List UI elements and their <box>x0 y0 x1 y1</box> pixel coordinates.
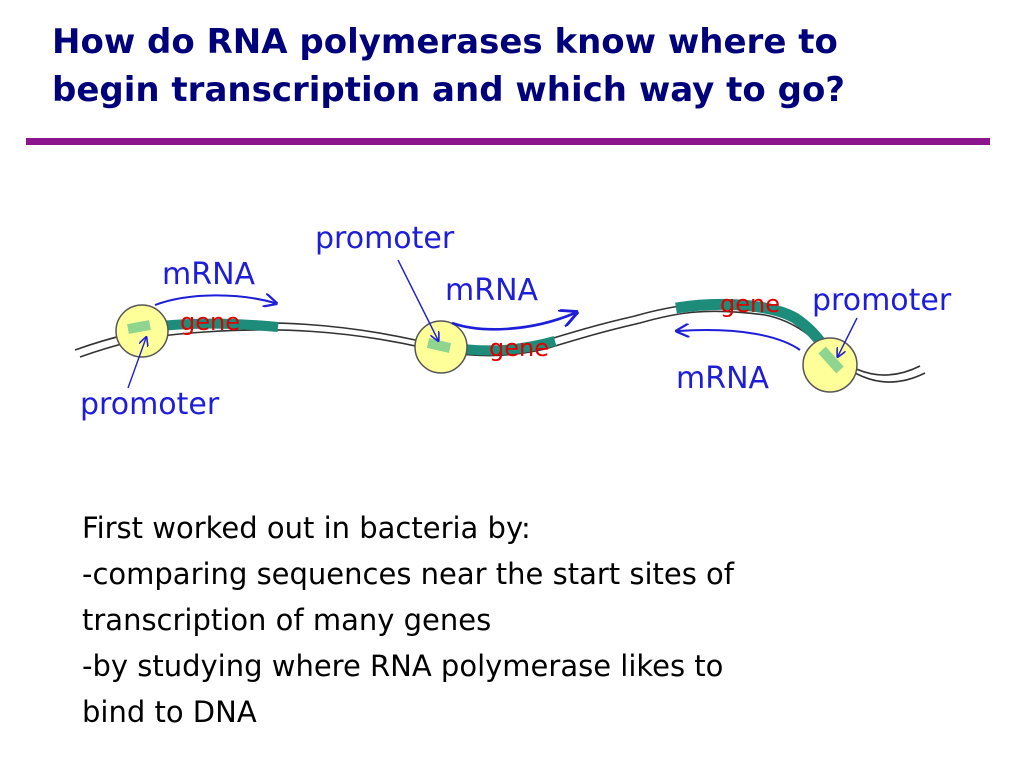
slide-body: First worked out in bacteria by: -compar… <box>82 505 982 735</box>
title-line-1: How do RNA polymerases know where to <box>52 22 838 62</box>
gene-band-right <box>675 298 833 356</box>
body-line-3: transcription of many genes <box>82 603 492 637</box>
promoter-label-left: promoter <box>80 387 220 422</box>
gene-label-left: gene <box>180 308 240 336</box>
mrna-arrow-right <box>678 330 801 351</box>
mrna-label-left: mRNA <box>162 257 256 292</box>
mrna-arrow-middle <box>451 313 575 331</box>
title-line-2: begin transcription and which way to go? <box>52 70 846 110</box>
body-line-5: bind to DNA <box>82 695 257 729</box>
mrna-label-right: mRNA <box>676 361 770 396</box>
left-transcription-unit: mRNA gene promoter <box>80 257 278 422</box>
promoter-pointer-right <box>838 317 858 356</box>
slide-title: How do RNA polymerases know where to beg… <box>52 18 972 114</box>
body-line-2: -comparing sequences near the start site… <box>82 557 735 591</box>
mrna-label-middle: mRNA <box>445 273 539 308</box>
promoter-box-right <box>818 346 844 374</box>
transcription-diagram: mRNA gene promoter promoter mRNA gene ge… <box>74 221 952 422</box>
promoter-box-middle <box>426 338 452 353</box>
gene-label-right: gene <box>720 290 780 318</box>
title-divider <box>26 138 990 145</box>
body-line-1: First worked out in bacteria by: <box>82 511 531 545</box>
promoter-pointer-left <box>127 338 146 389</box>
promoter-pointer-middle <box>397 259 438 340</box>
middle-transcription-unit: promoter mRNA gene <box>315 221 575 374</box>
right-transcription-unit: gene promoter mRNA <box>676 283 952 396</box>
mrna-arrow-left <box>154 295 275 305</box>
gene-label-middle: gene <box>489 334 549 362</box>
body-line-4: -by studying where RNA polymerase likes … <box>82 649 724 683</box>
promoter-label-right: promoter <box>812 283 952 318</box>
promoter-label-middle: promoter <box>315 221 455 256</box>
promoter-box-left <box>127 320 151 334</box>
